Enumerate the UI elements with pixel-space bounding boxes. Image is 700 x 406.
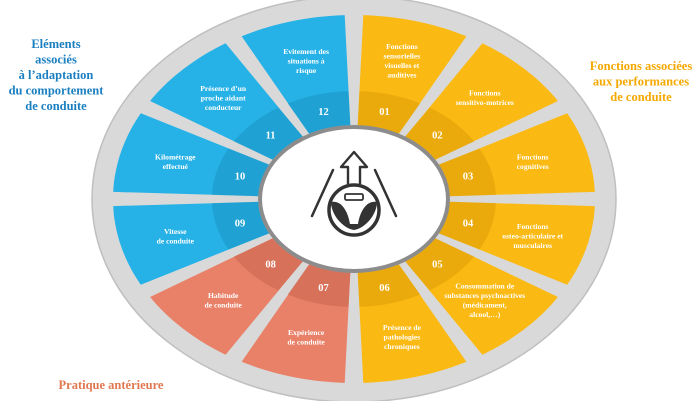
segment-number: 09 [235,219,246,230]
segment-label-line: Fonctions [517,153,549,162]
segment-08-inner-band [233,238,303,291]
segment-label-line: chroniques [384,342,420,351]
segment-label-line: Fonctions [469,89,501,98]
segment-number: 10 [235,171,246,182]
segment-07-inner-band [287,264,351,307]
left-group-title-line: associés [35,53,77,67]
segment-label-line: visuelles et [384,61,419,70]
right-group-title-line: de conduite [610,90,672,104]
segment-label-line: Kilométrage [155,153,196,162]
segment-label-line: de conduite [157,236,195,245]
segment-label-line: (médicament, [463,300,507,309]
segment-label-line: Vitesse [164,227,187,236]
segment-number: 04 [463,219,474,230]
segment-number: 12 [318,107,329,118]
segment-number: 08 [265,259,276,270]
segment-number: 06 [379,283,390,294]
segment-label-line: Consommation de [455,281,514,290]
center-hub [258,125,450,273]
segment-02-inner-band [405,107,475,160]
segment-label-line: effectué [163,162,189,171]
left-group-title-line: du comportement [9,84,105,98]
segment-number: 02 [432,131,443,142]
segment-label-line: substances psychoactives [444,291,525,300]
segment-label-line: de conduite [205,300,243,309]
segment-label-line: Evitement des [283,47,329,56]
segment-09-inner-band [212,201,270,250]
right-group-title-line: aux performances [593,75,689,89]
segment-12-inner-band [287,91,351,134]
left-group-title-line: de conduite [25,99,87,113]
segment-label-line: conducteur [205,103,242,112]
segment-number: 01 [379,107,390,118]
segment-label-line: Présence de [383,323,422,332]
right-group-title-line: Fonctions associées [590,59,693,73]
segment-label-line: Fonctions [517,222,549,231]
segment-label-line: de conduite [287,337,325,346]
segment-label-line: sensorielles [384,52,421,61]
left-group-title-line: Eléments [31,37,80,51]
segment-label-line: alcool,…) [469,310,500,319]
segment-label-line: Fonctions [386,42,418,51]
segment-03-inner-band [438,148,496,197]
segment-05-inner-band [405,238,475,291]
segment-label-line: proche aidant [201,93,246,102]
segment-11-inner-band [233,107,303,160]
segment-label-line: Présence d’un [200,84,247,93]
segment-label-line: pathologies [384,333,421,342]
segment-number: 05 [432,259,443,270]
segment-label-line: risque [296,66,317,75]
segment-label-line: osteo-articulaire et [502,232,563,241]
segment-number: 03 [463,171,474,182]
segment-04-inner-band [438,201,496,250]
segment-label-line: situations à [288,56,325,65]
segment-label-line: cognitives [517,162,549,171]
segment-06-inner-band [357,264,421,307]
segment-01-inner-band [357,91,421,134]
segment-number: 11 [266,131,276,142]
car-steering-wheel-icon [310,150,398,237]
segment-label-line: sensitivo-motrices [456,98,514,107]
segment-label-line: Habitude [208,291,239,300]
segment-label-line: auditives [387,71,416,80]
segment-label-line: musculaires [513,241,552,250]
left-group-title-line: à l’adaptation [19,68,94,82]
segment-number: 07 [318,283,329,294]
segment-10-inner-band [212,148,270,197]
bottom-group-title: Pratique antérieure [59,378,164,392]
segment-label-line: Expérience [288,328,325,337]
